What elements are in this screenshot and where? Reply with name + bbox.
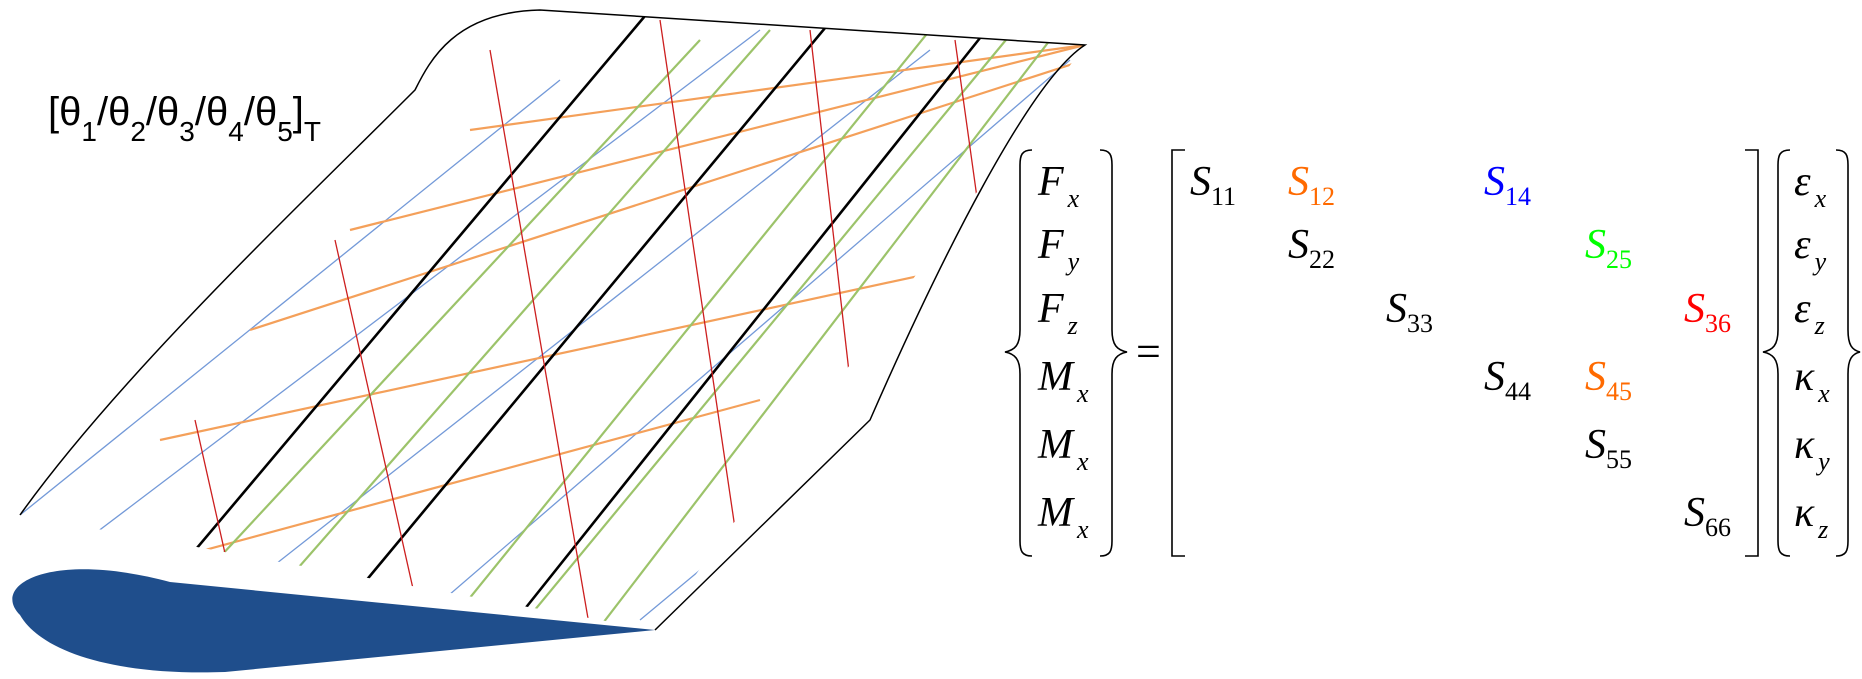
svg-text:Fx: Fx [1037, 159, 1080, 213]
matrix-entry: S12 [1288, 159, 1335, 211]
ply-line-green [589, 39, 1051, 630]
ply-line-blue [20, 79, 561, 516]
ply-line-red [659, 19, 751, 630]
ply-line-green [459, 29, 931, 611]
ply-line-black [348, 21, 832, 601]
svg-text:S33: S33 [1386, 286, 1433, 338]
ply-line-red [334, 239, 421, 621]
ply-line-red [809, 29, 876, 601]
svg-text:Mx: Mx [1037, 354, 1089, 408]
svg-text:κy: κy [1794, 422, 1830, 476]
svg-text:S44: S44 [1484, 354, 1531, 406]
equals-sign: = [1136, 327, 1161, 376]
svg-text:εz: εz [1794, 286, 1825, 340]
svg-text:Fy: Fy [1037, 222, 1080, 276]
ply-line-green [509, 34, 1011, 630]
layup-label: [θ1/θ2/θ3/θ4/θ5]T [48, 90, 321, 147]
matrix-entry: S55 [1585, 422, 1632, 474]
svg-text:S12: S12 [1288, 159, 1335, 211]
ply-line-orange [349, 43, 1085, 232]
matrix-entry: S25 [1585, 222, 1632, 274]
svg-text:S14: S14 [1484, 159, 1531, 211]
matrix-entry: S33 [1386, 286, 1433, 338]
blade-outline [19, 9, 1088, 631]
matrix-left-bracket [1171, 149, 1185, 557]
ply-line-red [489, 49, 591, 630]
force-vector-right-brace [1099, 149, 1128, 557]
matrix-right-bracket [1745, 149, 1759, 557]
strain-vector-left-brace [1762, 149, 1791, 557]
ply-line-green [179, 39, 701, 601]
matrix-entry: S22 [1288, 222, 1335, 274]
ply-line-orange [469, 43, 1085, 132]
matrix-entry: S44 [1484, 354, 1531, 406]
strain-vector-right-brace [1835, 149, 1861, 557]
svg-text:S55: S55 [1585, 422, 1632, 474]
matrix-entry: S45 [1585, 354, 1632, 406]
svg-text:κz: κz [1794, 490, 1828, 544]
svg-text:Mx: Mx [1037, 422, 1089, 476]
ply-line-orange [249, 58, 1085, 332]
matrix-entry: S14 [1484, 159, 1531, 211]
ply-line-black [518, 37, 982, 616]
ply-line-blue [419, 59, 1071, 621]
svg-text:Mx: Mx [1037, 490, 1089, 544]
force-vector-left-brace [1004, 149, 1033, 557]
ply-line-orange [20, 398, 761, 602]
ply-line-black [169, 10, 651, 581]
svg-text:S11: S11 [1190, 159, 1236, 211]
svg-text:S45: S45 [1585, 354, 1632, 406]
svg-text:S66: S66 [1684, 490, 1731, 542]
ply-fiber-lines [20, 10, 1085, 630]
matrix-entry: S36 [1684, 286, 1731, 338]
svg-text:εy: εy [1794, 222, 1827, 276]
ply-line-green [269, 29, 771, 601]
svg-text:S36: S36 [1684, 286, 1731, 338]
svg-text:S22: S22 [1288, 222, 1335, 274]
svg-text:κx: κx [1794, 354, 1830, 408]
svg-text:S25: S25 [1585, 222, 1632, 274]
svg-text:εx: εx [1794, 159, 1827, 213]
matrix-entry: S66 [1684, 490, 1731, 542]
svg-text:Fz: Fz [1037, 286, 1078, 340]
airfoil-root-section [12, 569, 655, 673]
matrix-entry: S11 [1190, 159, 1236, 211]
